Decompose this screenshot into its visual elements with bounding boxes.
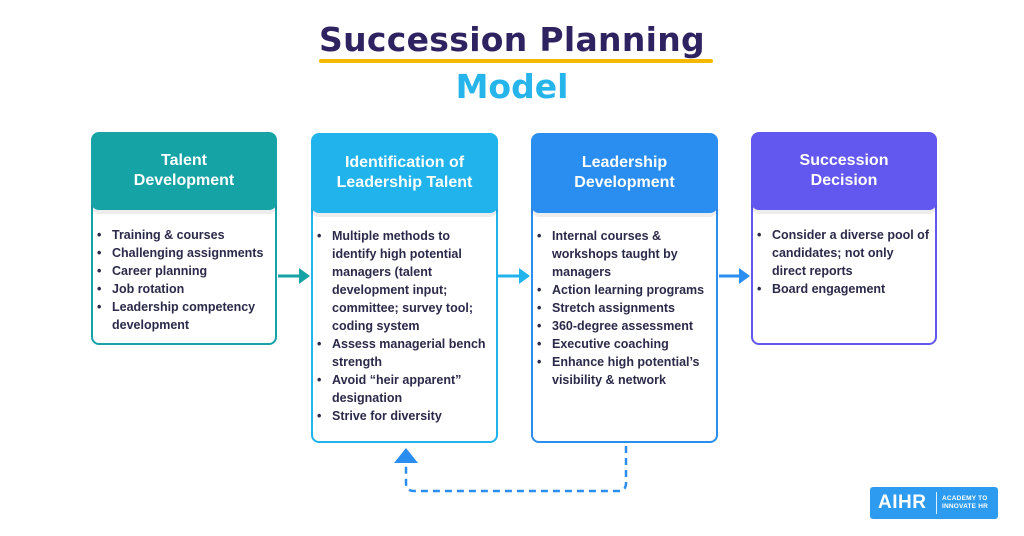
list-item: Leadership competency development bbox=[97, 298, 269, 334]
list-item: Challenging assignments bbox=[97, 244, 269, 262]
logo-subtext: ACADEMY TO INNOVATE HR bbox=[942, 495, 989, 510]
title-underline bbox=[319, 59, 713, 63]
list-item: Board engagement bbox=[757, 280, 929, 298]
list-item: Executive coaching bbox=[537, 335, 712, 353]
title-line1: Succession Planning bbox=[319, 20, 705, 59]
list-item: 360-degree assessment bbox=[537, 317, 712, 335]
list-item: Training & courses bbox=[97, 226, 269, 244]
list-item: Job rotation bbox=[97, 280, 269, 298]
list-item: Avoid “heir apparent” designation bbox=[317, 371, 492, 407]
list-item: Internal courses & workshops taught by m… bbox=[537, 227, 712, 281]
page-title: Succession Planning bbox=[319, 20, 713, 63]
card-identification-list: Multiple methods to identify high potent… bbox=[317, 227, 492, 425]
arrow-identification-to-leadership bbox=[498, 268, 530, 284]
arrow-leadership-to-succession bbox=[719, 268, 750, 284]
list-item: Strive for diversity bbox=[317, 407, 492, 425]
list-item: Stretch assignments bbox=[537, 299, 712, 317]
list-item: Assess managerial bench strength bbox=[317, 335, 492, 371]
logo-divider bbox=[936, 492, 937, 514]
card-succession-decision-list: Consider a diverse pool of candidates; n… bbox=[757, 226, 929, 298]
list-item: Career planning bbox=[97, 262, 269, 280]
list-item: Multiple methods to identify high potent… bbox=[317, 227, 492, 335]
feedback-loop-arrow bbox=[394, 446, 628, 493]
arrow-talent-to-identification bbox=[278, 268, 310, 284]
card-talent-development-list: Training & courses Challenging assignmen… bbox=[97, 226, 269, 334]
list-item: Enhance high potential’s visibility & ne… bbox=[537, 353, 712, 389]
title-block: Succession Planning Model bbox=[0, 20, 1024, 106]
aihr-logo: AIHR ACADEMY TO INNOVATE HR bbox=[870, 487, 998, 519]
list-item: Action learning programs bbox=[537, 281, 712, 299]
logo-main-text: AIHR bbox=[878, 492, 927, 513]
page-subtitle: Model bbox=[455, 67, 569, 106]
card-leadership-development-list: Internal courses & workshops taught by m… bbox=[537, 227, 712, 389]
list-item: Consider a diverse pool of candidates; n… bbox=[757, 226, 929, 280]
